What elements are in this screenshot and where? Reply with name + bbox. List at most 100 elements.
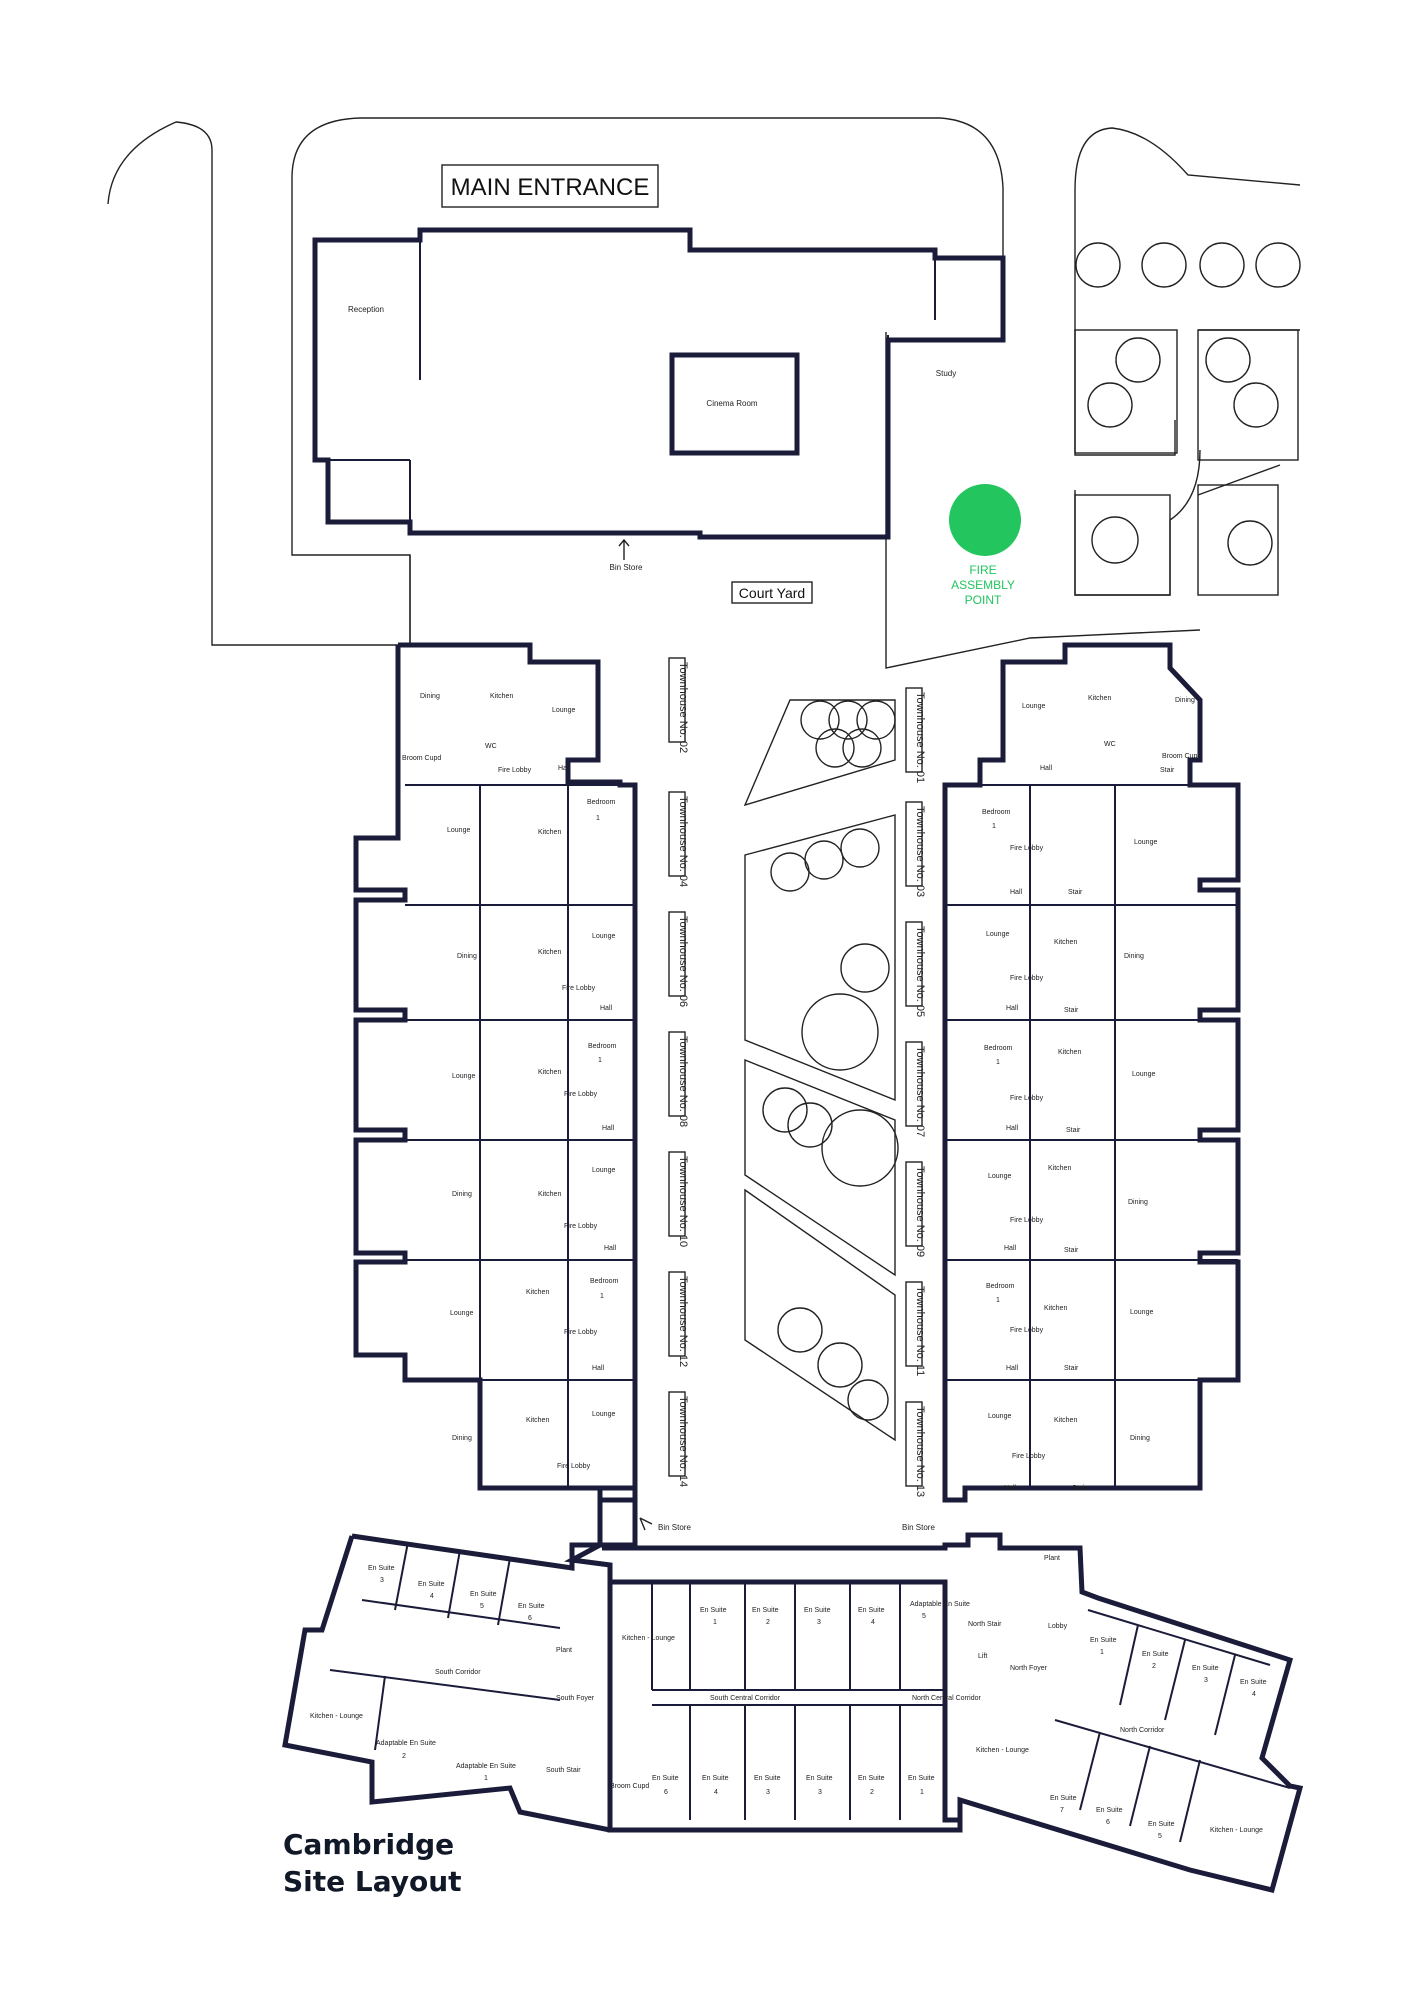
room-label: Stair	[1072, 1485, 1087, 1492]
en-suite-label: En Suite	[858, 1775, 885, 1782]
townhouse-labels-right: Townhouse No. 01 Townhouse No. 03 Townho…	[905, 687, 926, 1497]
room-label: Kitchen	[1058, 1049, 1081, 1056]
townhouse-label: Townhouse No. 04	[677, 796, 689, 887]
room-label: WC	[485, 743, 497, 750]
broom-cupd-label: Broom Cupd	[610, 1783, 649, 1790]
room-label: Lounge	[452, 1073, 475, 1080]
room-label: Hall	[1004, 1485, 1017, 1492]
suite-number: 3	[818, 1789, 822, 1796]
room-label: Lounge	[592, 1167, 615, 1174]
room-label: Kitchen	[526, 1417, 549, 1424]
townhouse-label: Townhouse No. 07	[914, 1046, 926, 1137]
reception-label: Reception	[348, 305, 384, 314]
corridor-label: South Central Corridor	[710, 1695, 781, 1702]
room-label: Dining	[1130, 1435, 1150, 1442]
kitchen-lounge-label: Kitchen - Lounge	[310, 1713, 363, 1720]
room-label: Lounge	[1132, 1071, 1155, 1078]
room-label: Fire Lobby	[1010, 975, 1044, 982]
en-suite-label: En Suite	[858, 1607, 885, 1614]
room-label: Stair	[1064, 1247, 1079, 1254]
room-label: Stair	[1160, 767, 1175, 774]
suite-number: 2	[1152, 1663, 1156, 1670]
room-label: Kitchen	[1048, 1165, 1071, 1172]
room-label: Dining	[457, 953, 477, 960]
site-title-line2: Site Layout	[283, 1865, 462, 1898]
room-label: Bedroom	[984, 1045, 1013, 1052]
main-building	[312, 227, 1006, 540]
room-label: Dining	[1128, 1199, 1148, 1206]
adaptable-label: Adaptable En Suite	[456, 1763, 516, 1770]
room-label: Fire Lobby	[564, 1223, 598, 1230]
room-label: Fire Lobby	[562, 985, 596, 992]
foyer-label: South Foyer	[556, 1695, 595, 1702]
suite-number: 3	[766, 1789, 770, 1796]
site-title-line1: Cambridge	[283, 1828, 455, 1861]
suite-number: 2	[402, 1753, 406, 1760]
room-label: Dining	[452, 1435, 472, 1442]
room-label: Kitchen	[490, 693, 513, 700]
room-label: Lounge	[1134, 839, 1157, 846]
room-label: Kitchen	[1088, 695, 1111, 702]
kitchen-lounge-label: Kitchen - Lounge	[622, 1635, 675, 1642]
townhouse-label: Townhouse No. 12	[677, 1276, 689, 1367]
room-label: Broom Cupd	[1162, 753, 1201, 760]
room-label: Broom Cupd	[402, 755, 441, 762]
en-suite-label: En Suite	[518, 1603, 545, 1610]
room-label: Fire Lobby	[1010, 845, 1044, 852]
en-suite-label: En Suite	[1240, 1679, 1267, 1686]
en-suite-label: En Suite	[700, 1607, 727, 1614]
en-suite-label: En Suite	[1192, 1665, 1219, 1672]
en-suite-label: En Suite	[470, 1591, 497, 1598]
townhouse-label: Townhouse No. 09	[914, 1166, 926, 1257]
south-block	[282, 1485, 1304, 1894]
fire-assembly-line3: POINT	[965, 593, 1002, 607]
townhouse-label: Townhouse No. 13	[914, 1406, 926, 1497]
room-label: Bedroom	[590, 1278, 619, 1285]
room-label: Lounge	[988, 1413, 1011, 1420]
en-suite-label: En Suite	[754, 1775, 781, 1782]
room-label: 1	[598, 1057, 602, 1064]
townhouse-labels-left: Townhouse No. 02 Townhouse No. 04 Townho…	[668, 657, 689, 1487]
room-label: Dining	[1175, 697, 1195, 704]
arrow-icon	[618, 538, 630, 560]
room-label: Stair	[1064, 1365, 1079, 1372]
room-label: Bedroom	[587, 799, 616, 806]
room-label: Fire Lobby	[498, 767, 532, 774]
room-label: Hall	[600, 1005, 613, 1012]
site-boundary	[107, 117, 1301, 669]
tree-plots	[1074, 329, 1299, 596]
room-label: Fire Lobby	[557, 1463, 591, 1470]
study-label: Study	[936, 369, 956, 378]
en-suite-label: En Suite	[752, 1607, 779, 1614]
suite-number: 6	[1106, 1819, 1110, 1826]
suite-number: 5	[922, 1613, 926, 1620]
main-entrance-box	[441, 164, 659, 208]
bin-store-label: Bin Store	[610, 563, 643, 572]
court-yard-label: Court Yard	[739, 585, 805, 601]
suite-number: 3	[1204, 1677, 1208, 1684]
room-label: Kitchen	[538, 829, 561, 836]
site-title: Cambridge Site Layout	[283, 1826, 462, 1900]
townhouse-label: Townhouse No. 01	[914, 692, 926, 783]
suite-number: 1	[1100, 1649, 1104, 1656]
room-label: Bedroom	[986, 1283, 1015, 1290]
room-label: Kitchen	[526, 1289, 549, 1296]
suite-number: 1	[713, 1619, 717, 1626]
cinema-room-label: Cinema Room	[706, 399, 757, 408]
suite-number: 6	[664, 1789, 668, 1796]
room-label: Stair	[1064, 1007, 1079, 1014]
room-label: Fire Lobby	[564, 1329, 598, 1336]
left-townhouses	[353, 642, 638, 1503]
room-label: 1	[596, 815, 600, 822]
en-suite-label: En Suite	[804, 1607, 831, 1614]
adaptable-label: Adaptable En Suite	[910, 1601, 970, 1608]
room-label: Fire Lobby	[1010, 1327, 1044, 1334]
suite-number: 6	[528, 1615, 532, 1622]
room-label: Hall	[1010, 889, 1023, 896]
en-suite-label: En Suite	[368, 1565, 395, 1572]
room-label: Hall	[1006, 1125, 1019, 1132]
townhouse-label: Townhouse No. 10	[677, 1156, 689, 1247]
suite-number: 7	[1060, 1807, 1064, 1814]
suite-number: 4	[430, 1593, 434, 1600]
